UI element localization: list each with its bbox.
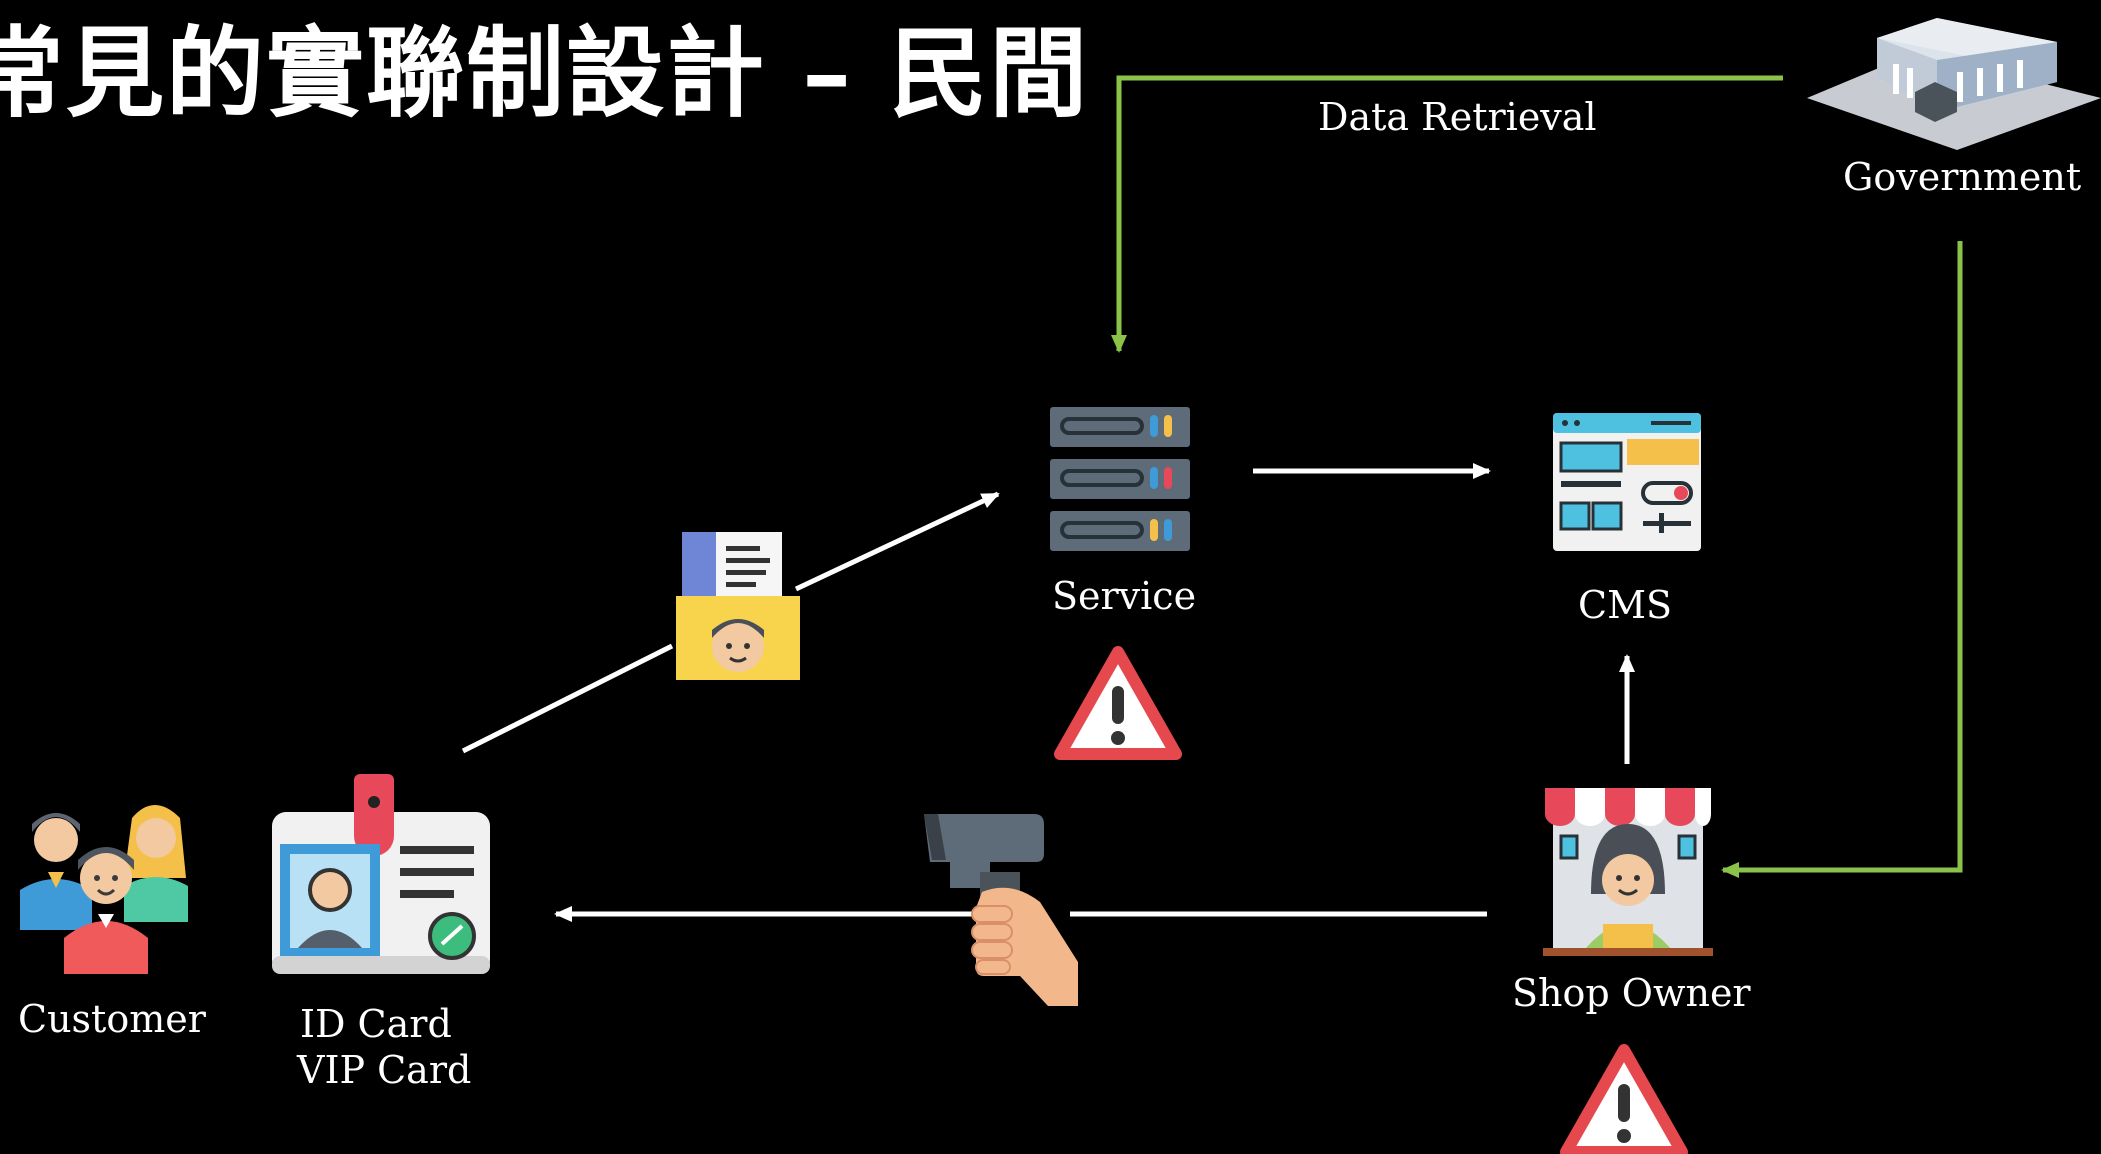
warning-triangle-icon <box>1054 646 1182 762</box>
arrow-government-to-service <box>1111 75 1783 353</box>
barcode-scanner-icon <box>922 812 1092 1006</box>
dashboard-window-icon <box>1551 411 1703 553</box>
arrow-folder-to-service <box>794 491 1000 592</box>
warning-triangle-icon <box>1560 1044 1688 1154</box>
node-label-shop-owner: Shop Owner <box>1512 971 1751 1015</box>
edge-label-data-retrieval: Data Retrieval <box>1318 95 1597 139</box>
server-rack-icon <box>1048 403 1192 559</box>
profile-folder-icon <box>672 530 802 686</box>
arrow-government-to-shop <box>1721 241 1963 878</box>
people-group-icon <box>14 788 204 978</box>
node-label-service: Service <box>1052 574 1197 618</box>
node-label-vip-card: VIP Card <box>297 1048 472 1092</box>
id-card-icon <box>268 768 494 978</box>
page-title: 常見的實聯制設計 – 民間 <box>0 16 1090 131</box>
node-label-cms: CMS <box>1578 583 1673 627</box>
arrow-idcard-to-folder <box>461 643 674 754</box>
node-label-government: Government <box>1843 155 2082 199</box>
node-label-id-card: ID Card <box>300 1002 452 1046</box>
node-label-customer: Customer <box>18 997 206 1041</box>
government-building-icon <box>1807 12 2101 150</box>
shop-owner-icon <box>1543 784 1713 958</box>
